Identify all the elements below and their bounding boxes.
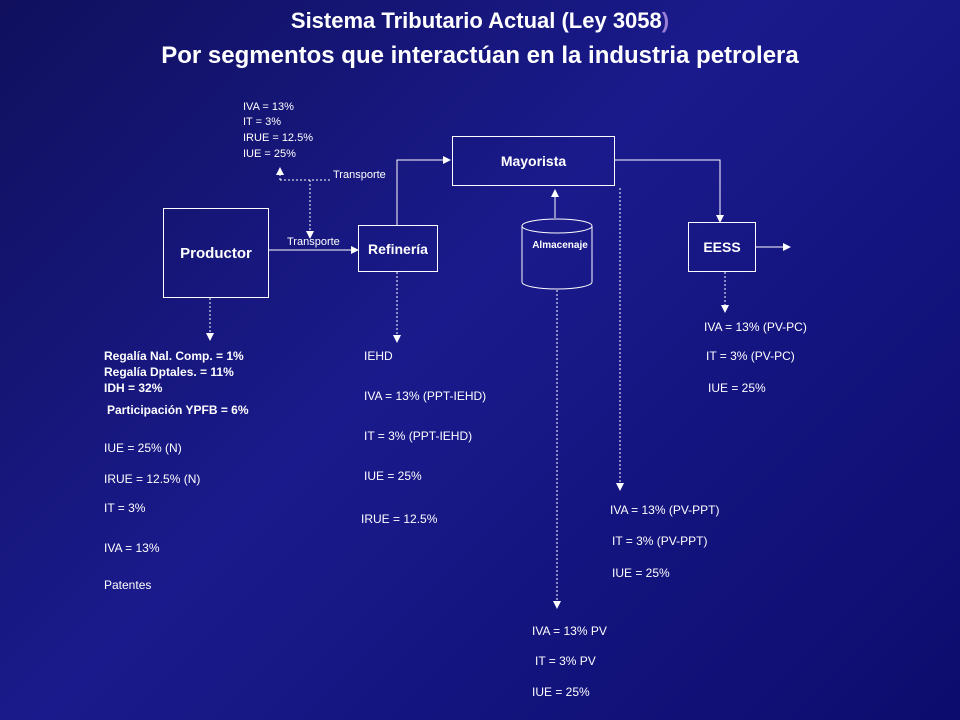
refineria-tax-iue: IUE = 25% — [364, 469, 422, 483]
edge-mayorista-eess — [615, 159, 724, 223]
refineria-tax-iehd: IEHD — [364, 349, 393, 363]
node-refineria: Refinería — [358, 225, 438, 272]
node-almacenaje-label: Almacenaje — [532, 240, 588, 251]
almacenaje-cylinder — [521, 218, 593, 290]
edge-label-transporte-mid: Transporte — [287, 236, 340, 248]
transporte-tax-iva: IVA = 13% — [243, 101, 294, 113]
productor-tax-iva: IVA = 13% — [104, 541, 160, 555]
productor-tax-it: IT = 3% — [104, 501, 146, 515]
almacenaje-tax-it: IT = 3% PV — [535, 654, 596, 668]
productor-tax-patentes: Patentes — [104, 578, 152, 592]
eess-tax-it: IT = 3% (PV-PC) — [706, 349, 795, 363]
productor-tax-regalia-dptales: Regalía Dptales. = 11% — [104, 365, 234, 379]
eess-tax-iva: IVA = 13% (PV-PC) — [704, 320, 807, 334]
node-eess: EESS — [688, 222, 756, 272]
transporte-tax-iue: IUE = 25% — [243, 148, 296, 160]
refineria-tax-irue: IRUE = 12.5% — [361, 512, 438, 526]
transporte-tax-it: IT = 3% — [243, 116, 282, 128]
diagram-subtitle: Por segmentos que interactúan en la indu… — [161, 42, 799, 69]
node-mayorista-label: Mayorista — [500, 153, 567, 169]
node-eess-label: EESS — [703, 239, 741, 255]
node-refineria-label: Refinería — [368, 240, 428, 257]
mayorista-tax-iva: IVA = 13% (PV-PPT) — [610, 503, 720, 517]
node-mayorista: Mayorista — [452, 136, 615, 186]
productor-tax-participacion: Participación YPFB = 6% — [107, 403, 249, 417]
edge-label-transporte-top: Transporte — [333, 169, 386, 181]
transporte-tax-irue: IRUE = 12.5% — [243, 132, 314, 144]
mayorista-tax-it: IT = 3% (PV-PPT) — [612, 534, 708, 548]
almacenaje-tax-iva: IVA = 13% PV — [532, 624, 607, 638]
node-productor: Productor — [163, 208, 269, 298]
refineria-tax-iva: IVA = 13% (PPT-IEHD) — [364, 389, 487, 403]
eess-tax-iue: IUE = 25% — [708, 381, 766, 395]
node-productor-label: Productor — [180, 244, 252, 262]
productor-tax-idh: IDH = 32% — [104, 381, 163, 395]
almacenaje-tax-iue: IUE = 25% — [532, 685, 590, 699]
title-paren: ) — [661, 8, 670, 33]
edge-refineria-mayorista — [396, 156, 451, 225]
diagram-title: Sistema Tributario Actual (Ley 3058) — [0, 8, 960, 34]
productor-tax-iue: IUE = 25% (N) — [104, 441, 182, 455]
title-main-text: Sistema Tributario Actual (Ley 3058 — [290, 8, 662, 33]
node-almacenaje: Almacenaje — [522, 240, 598, 251]
mayorista-tax-iue: IUE = 25% — [612, 566, 670, 580]
productor-tax-regalia-nal: Regalía Nal. Comp. = 1% — [104, 349, 244, 363]
refineria-tax-it: IT = 3% (PPT-IEHD) — [364, 429, 473, 443]
productor-tax-irue: IRUE = 12.5% (N) — [104, 472, 201, 486]
